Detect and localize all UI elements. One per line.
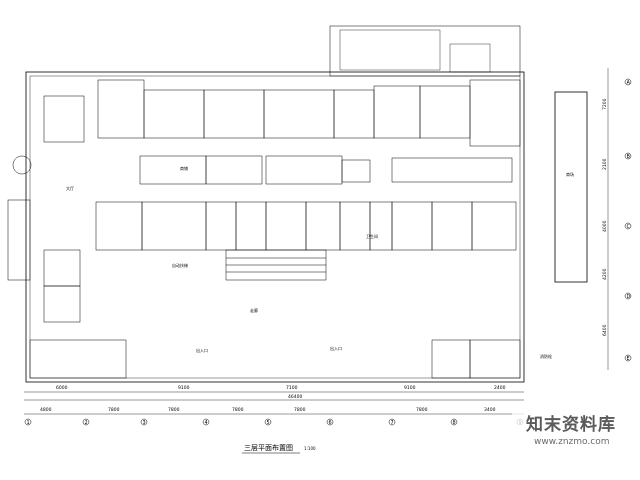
svg-text:4200: 4200: [602, 268, 608, 280]
dim-total: 46400: [288, 394, 302, 400]
label-shop: 商铺: [180, 165, 188, 171]
inner-wall: [29, 75, 521, 379]
svg-text:7100: 7100: [286, 385, 298, 391]
mid-shops: [139, 155, 513, 185]
label-hall-right: 商场: [566, 171, 574, 177]
dims-top-row: 6000 9100 7100 9100 2400: [56, 385, 506, 391]
svg-text:7800: 7800: [416, 407, 428, 413]
drawing-title: 三层平面布置图: [244, 443, 293, 452]
svg-text:4800: 4800: [40, 407, 52, 413]
watermark-bg: [512, 408, 640, 452]
svg-text:B: B: [627, 154, 631, 160]
svg-text:3400: 3400: [484, 407, 496, 413]
svg-text:9100: 9100: [404, 385, 416, 391]
bottom-stairs: [29, 339, 521, 379]
svg-text:2100: 2100: [602, 158, 608, 170]
svg-text:7800: 7800: [168, 407, 180, 413]
grid-axis-labels: 1 2 3 4 5 6 7 8 9 A B C D E: [27, 80, 631, 426]
svg-text:4000: 4000: [602, 220, 608, 232]
svg-text:7800: 7800: [294, 407, 306, 413]
grid-bubbles-right: [624, 78, 632, 362]
label-note-b: 卫生间: [366, 233, 378, 239]
grid-bubbles-bottom: [24, 418, 524, 426]
svg-text:6: 6: [329, 420, 332, 426]
watermark-url: www.znzmo.com: [534, 437, 609, 447]
svg-text:5: 5: [267, 420, 270, 426]
svg-text:D: D: [627, 294, 631, 300]
watermark-name: 知末资料库: [525, 414, 616, 435]
svg-text:4: 4: [205, 420, 208, 426]
drawing-scale: 1:100: [304, 446, 316, 451]
svg-text:1: 1: [27, 420, 30, 426]
label-hall: 大厅: [66, 185, 74, 191]
svg-text:C: C: [627, 224, 631, 230]
right-block: [554, 91, 588, 283]
escalator: [225, 249, 327, 281]
svg-text:6400: 6400: [602, 324, 608, 336]
label-escalator: 自动扶梯: [172, 262, 188, 268]
svg-text:7: 7: [391, 420, 394, 426]
label-corridor: 走廊: [250, 307, 258, 313]
svg-text:7200: 7200: [602, 98, 608, 110]
svg-text:9100: 9100: [178, 385, 190, 391]
dims-bottom-row: 4800 7800 7800 7800 7800 7800 3400: [40, 407, 496, 413]
svg-text:E: E: [627, 356, 630, 362]
svg-text:A: A: [627, 80, 631, 86]
upper-rooms: [43, 79, 521, 147]
outer-wall: [25, 71, 525, 383]
svg-text:2: 2: [85, 420, 88, 426]
label-exit-left: 出入口: [196, 347, 208, 353]
top-annex: [329, 25, 521, 77]
svg-text:7800: 7800: [232, 407, 244, 413]
svg-text:8: 8: [453, 420, 456, 426]
label-exit-right: 出入口: [330, 345, 342, 351]
svg-text:6000: 6000: [56, 385, 68, 391]
svg-text:3: 3: [143, 420, 146, 426]
lower-shops: [95, 201, 517, 251]
dims-right-col: 7200 2100 4000 4200 6400: [602, 98, 608, 336]
svg-text:2400: 2400: [494, 385, 506, 391]
label-note-a: 消防栓: [540, 353, 552, 359]
svg-text:7800: 7800: [108, 407, 120, 413]
